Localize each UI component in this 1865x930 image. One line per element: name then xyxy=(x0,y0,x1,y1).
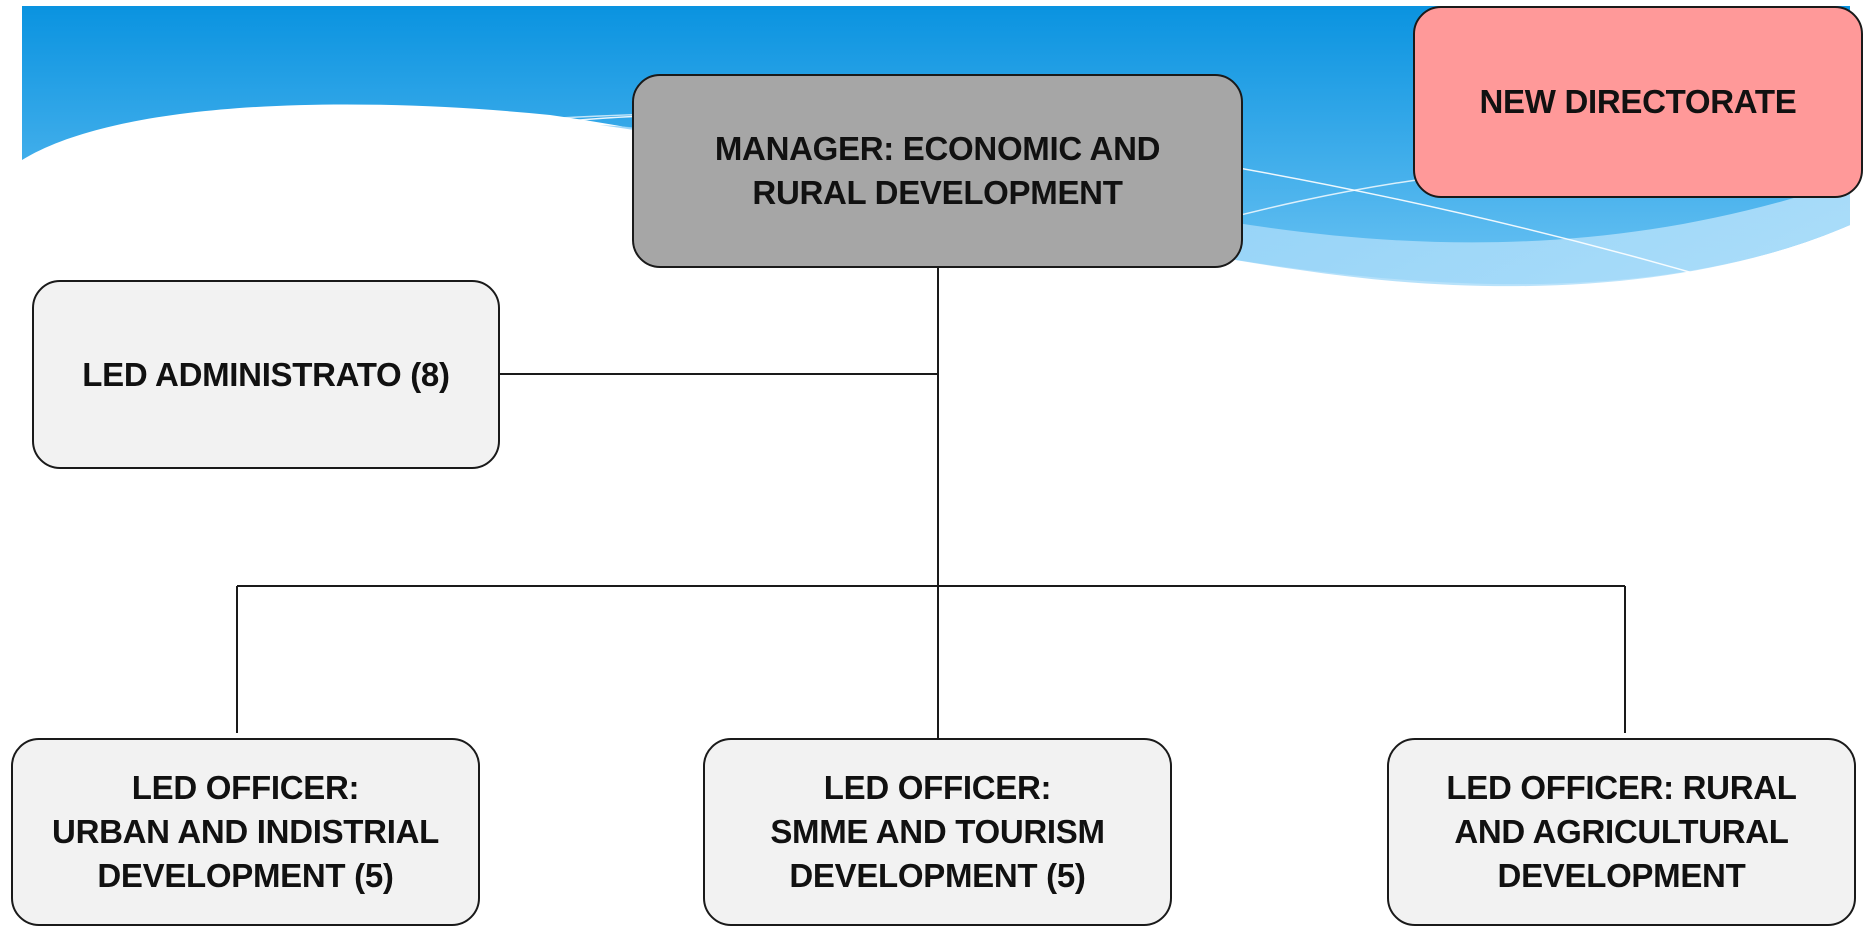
officer-smme-line-1: LED OFFICER: xyxy=(823,769,1052,806)
officer-rural-line-3: DEVELOPMENT xyxy=(1497,857,1746,894)
officer-urban-line-1: LED OFFICER: xyxy=(131,769,360,806)
officer-urban-line-3: DEVELOPMENT (5) xyxy=(97,857,394,894)
officer-rural-line-1: LED OFFICER: RURAL xyxy=(1446,769,1797,806)
officer-rural-line-2: AND AGRICULTURAL xyxy=(1454,813,1789,850)
officer-box-urban: LED OFFICER: URBAN AND INDISTRIAL DEVELO… xyxy=(11,738,480,926)
admin-box: LED ADMINISTRATO (8) xyxy=(32,280,500,469)
officer-box-rural: LED OFFICER: RURAL AND AGRICULTURAL DEVE… xyxy=(1387,738,1856,926)
officer-urban-line-2: URBAN AND INDISTRIAL xyxy=(52,813,439,850)
manager-label-line-2: RURAL DEVELOPMENT xyxy=(752,174,1123,211)
new-directorate-box: NEW DIRECTORATE xyxy=(1413,6,1863,198)
officer-smme-line-2: SMME AND TOURISM xyxy=(770,813,1105,850)
manager-box: MANAGER: ECONOMIC AND RURAL DEVELOPMENT xyxy=(632,74,1243,268)
new-directorate-label: NEW DIRECTORATE xyxy=(1479,83,1797,120)
officer-smme-line-3: DEVELOPMENT (5) xyxy=(789,857,1086,894)
officer-box-smme: LED OFFICER: SMME AND TOURISM DEVELOPMEN… xyxy=(703,738,1172,926)
admin-label: LED ADMINISTRATO (8) xyxy=(82,355,450,393)
manager-label-line-1: MANAGER: ECONOMIC AND xyxy=(714,130,1161,167)
